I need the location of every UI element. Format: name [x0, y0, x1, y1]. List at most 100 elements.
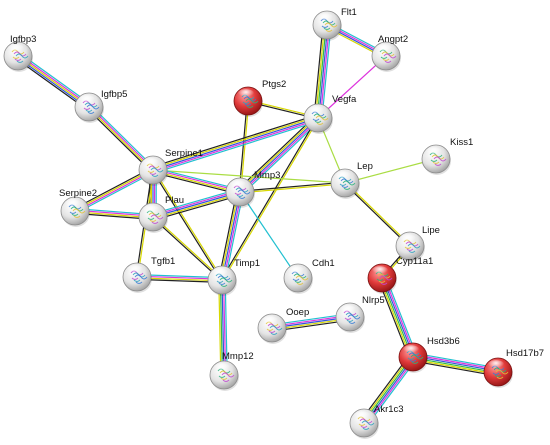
node-hsd3b6[interactable]: Hsd3b6 [398, 336, 460, 373]
edge-line-cyan [224, 192, 244, 281]
node-plau[interactable]: Plau [138, 195, 184, 233]
node-label: Ooep [286, 307, 309, 318]
node-kiss1[interactable]: Kiss1 [421, 137, 473, 175]
node-highlight [375, 44, 393, 54]
edge-line-black [86, 108, 152, 173]
node-highlight [229, 180, 247, 190]
node-label: Mmp12 [222, 351, 254, 362]
edge-line-cyan [241, 119, 321, 195]
node-highlight [142, 205, 160, 215]
node-highlight [402, 345, 420, 355]
edge-line-yellow [222, 118, 320, 281]
node-highlight [211, 268, 229, 278]
protein-structure-icon [357, 416, 375, 430]
edge-kiss1-lep [344, 158, 437, 184]
node-angpt2[interactable]: Angpt2 [371, 34, 408, 72]
node-highlight [339, 305, 357, 315]
node-igfbp3[interactable]: Igfbp3 [3, 34, 36, 72]
edge-lep-lipe [344, 181, 411, 248]
edge-line-magenta [153, 168, 241, 192]
edge-line-green [316, 24, 327, 118]
edge-line-yellow [152, 115, 318, 170]
node-tgfb1[interactable]: Tgfb1 [122, 256, 175, 293]
edge-line-yellow [315, 24, 326, 118]
node-akr1c3[interactable]: Akr1c3 [349, 404, 404, 439]
edge-line-magenta [75, 170, 154, 213]
node-highlight [7, 44, 25, 54]
edge-line-blue [318, 25, 329, 119]
edge-plau-mmp3 [151, 188, 242, 221]
node-label: Igfbp3 [10, 34, 36, 45]
edge-line-yellow [240, 183, 346, 194]
edge-line-yellow [153, 169, 224, 280]
node-igfbp5[interactable]: Igfbp5 [74, 89, 127, 123]
edge-serpine1-mmp3 [152, 167, 241, 195]
edge-lep-mmp3 [239, 181, 346, 194]
node-highlight [64, 199, 82, 209]
edge-line-magenta [18, 54, 91, 107]
edge-line-yellow [153, 215, 223, 280]
node-ptgs2[interactable]: Ptgs2 [233, 79, 286, 117]
node-mmp12[interactable]: Mmp12 [209, 351, 254, 391]
node-highlight [334, 171, 352, 181]
edge-line-cyan [321, 25, 332, 119]
edge-line-yellow [17, 55, 90, 108]
edge-line-magenta [222, 192, 243, 281]
node-label: Ptgs2 [262, 79, 286, 90]
node-nlrp5[interactable]: Nlrp5 [335, 295, 385, 333]
edge-line-black [220, 117, 318, 280]
edge-line-cyan [19, 52, 92, 105]
edge-line-black [153, 194, 242, 221]
edge-line-cyan [153, 120, 320, 174]
node-ooep[interactable]: Ooep [257, 307, 309, 344]
node-mmp3[interactable]: Mmp3 [225, 170, 280, 208]
edge-line-cyan [224, 279, 228, 375]
edge-line-black [412, 360, 498, 377]
node-label: Flt1 [341, 7, 357, 18]
edge-line-magenta [413, 354, 499, 371]
edge-plau-timp1 [152, 215, 223, 282]
edge-line-blue [152, 191, 241, 218]
node-vegfa[interactable]: Vegfa [303, 94, 357, 134]
edge-line-blue [413, 355, 499, 372]
edge-lep-serpine1 [152, 169, 346, 184]
node-highlight [399, 234, 417, 244]
node-lipe[interactable]: Lipe [395, 225, 440, 262]
node-label: Kiss1 [450, 137, 473, 148]
node-flt1[interactable]: Flt1 [312, 7, 357, 41]
node-hsd17b7[interactable]: Hsd17b7 [483, 348, 544, 388]
edge-line-light_green [152, 169, 346, 184]
node-label: Vegfa [332, 94, 357, 105]
node-label: Lep [357, 161, 373, 172]
node-cyp11a1[interactable]: Cyp11a1 [367, 256, 433, 294]
edge-line-black [313, 24, 324, 118]
node-lep[interactable]: Lep [330, 161, 373, 199]
edge-line-yellow [74, 168, 153, 211]
node-serpine2[interactable]: Serpine2 [59, 188, 97, 227]
edge-line-yellow [412, 358, 498, 375]
edge-line-green [219, 280, 224, 376]
edge-line-black [344, 183, 410, 248]
node-label: Timp1 [234, 258, 260, 269]
edge-igfbp5-serpine1 [86, 104, 156, 173]
node-label: Igfbp5 [101, 89, 127, 100]
edge-line-yellow [153, 192, 241, 220]
edge-hsd3b6-hsd17b7 [412, 352, 499, 377]
edge-line-yellow [240, 101, 250, 193]
node-label: Hsd17b7 [506, 348, 544, 359]
node-highlight [142, 158, 160, 168]
edge-line-black [15, 58, 88, 111]
node-label: Lipe [422, 225, 440, 236]
edge-line-cyan [151, 188, 240, 215]
node-label: Mmp3 [254, 170, 280, 181]
node-timp1[interactable]: Timp1 [207, 258, 260, 296]
node-serpine1[interactable]: Serpine1 [138, 148, 203, 186]
node-label: Plau [165, 195, 184, 206]
edge-vegfa-timp1 [220, 117, 320, 281]
node-highlight [126, 265, 144, 275]
node-highlight [425, 147, 443, 157]
edge-line-blue [152, 117, 319, 171]
node-cdh1[interactable]: Cdh1 [283, 258, 335, 294]
node-label: Cyp11a1 [396, 256, 433, 267]
node-highlight [287, 266, 305, 276]
